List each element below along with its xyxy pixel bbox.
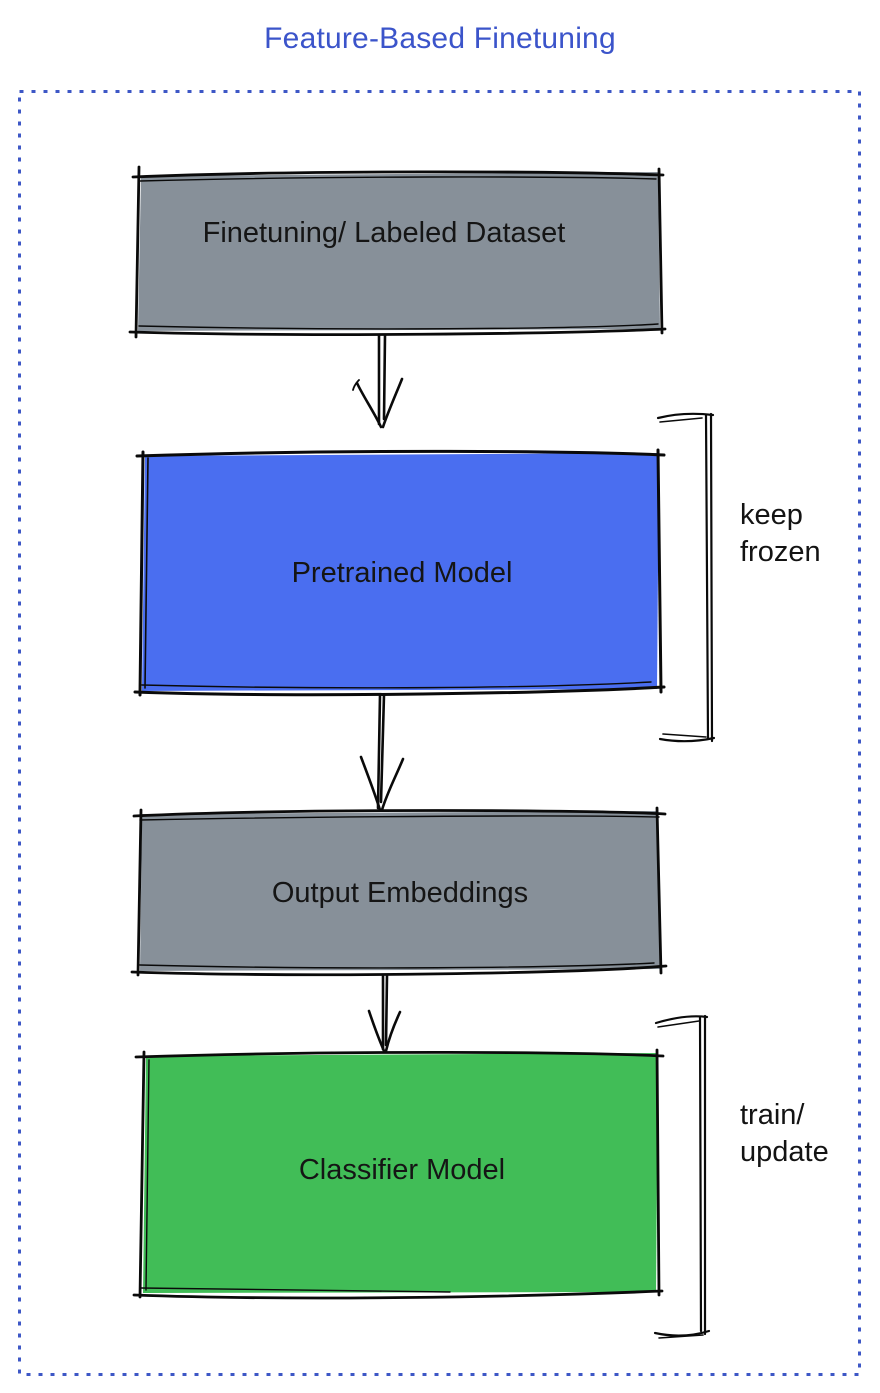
pretrained-box-label: Pretrained Model (291, 557, 513, 589)
arrow-pretrained-to-embeddings (359, 693, 405, 812)
pretrained-box-outline (133, 448, 666, 697)
keep-frozen-label: keep frozen (740, 499, 821, 568)
embeddings-box-label: Output Embeddings (271, 877, 529, 909)
dataset-box-fill (138, 172, 660, 331)
arrow-embeddings-to-classifier (367, 974, 402, 1053)
classifier-box-label: Classifier Model (298, 1154, 506, 1186)
embeddings-box-outline (130, 806, 668, 977)
keep-frozen-bracket (656, 412, 716, 743)
arrow-dataset-to-pretrained (352, 333, 404, 429)
train-update-label: train/ update (740, 1099, 829, 1168)
embeddings-box-fill (140, 811, 660, 971)
pretrained-box-fill (142, 453, 659, 691)
classifier-box-fill (143, 1053, 658, 1293)
pretrained-box (133, 448, 666, 697)
dotted-frame (18, 90, 861, 1376)
train-update-bracket (653, 1014, 711, 1339)
classifier-box (132, 1048, 665, 1300)
classifier-box-outline (132, 1048, 665, 1300)
page-title: Feature-Based Finetuning (264, 22, 616, 55)
embeddings-box (130, 806, 668, 977)
dataset-box-label: Finetuning/ Labeled Dataset (202, 217, 566, 249)
dataset-box-outline (128, 165, 667, 339)
dataset-box (128, 165, 667, 339)
